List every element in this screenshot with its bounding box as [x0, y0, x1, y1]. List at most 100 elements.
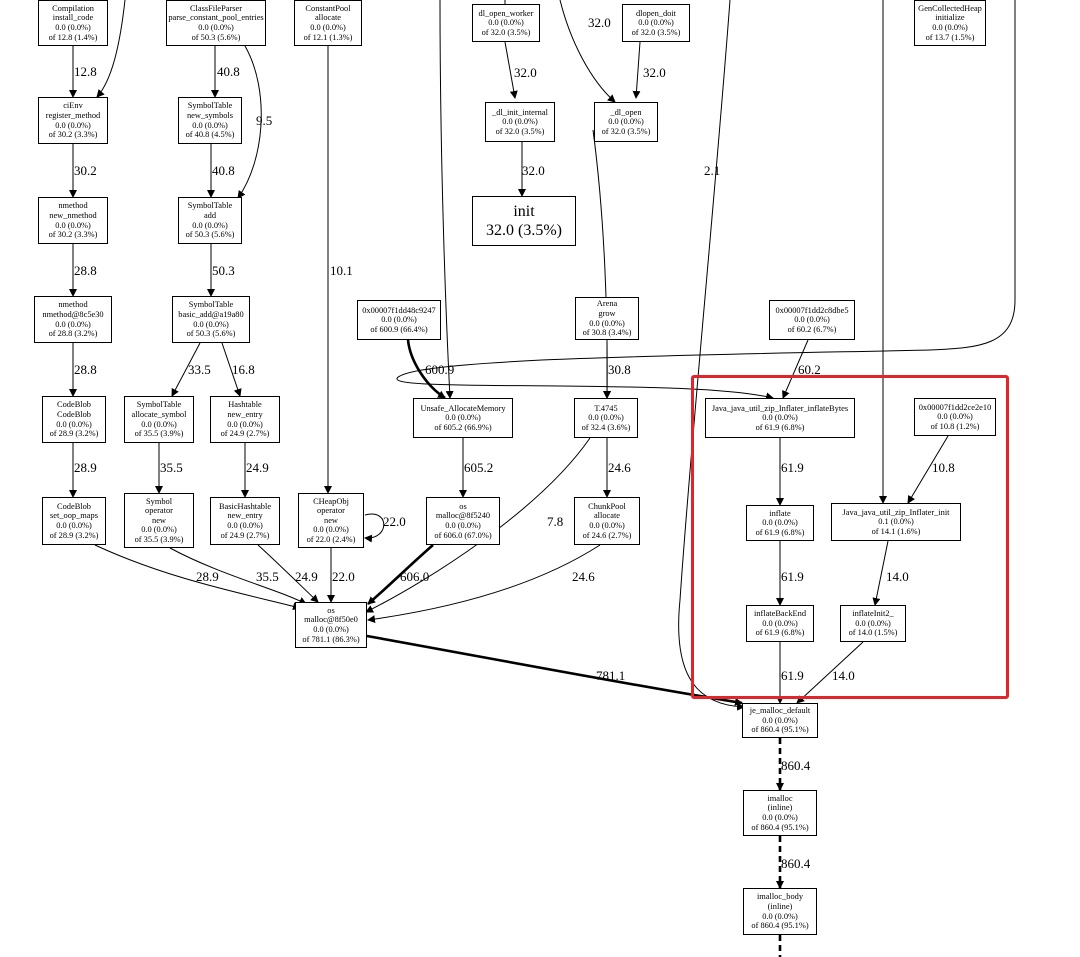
node-text-line: operator — [145, 506, 173, 516]
node-imalloc-body[interactable]: imalloc_body(inline)0.0 (0.0%)of 860.4 (… — [743, 888, 817, 935]
node-inflateinit2[interactable]: inflateInit2_0.0 (0.0%)of 14.0 (1.5%) — [840, 605, 906, 642]
edge-label: 24.6 — [572, 569, 595, 584]
edge-2e10-init — [907, 435, 949, 504]
node-text-line: 0.0 (0.0%) — [937, 412, 973, 422]
node-text-line: allocate — [314, 13, 342, 23]
node-text-line: of 32.0 (3.5%) — [495, 126, 545, 136]
node-text-line: inflate — [769, 508, 791, 518]
node-text-line: _dl_open — [610, 107, 642, 117]
node-text-line: nmethod — [58, 201, 88, 211]
node-text-line: SymbolTable — [136, 400, 182, 410]
node-text-line: of 61.9 (6.8%) — [755, 527, 805, 537]
node-text-line: allocate — [593, 511, 621, 521]
node-text-line: basic_add@a19a80 — [178, 309, 244, 319]
edge-label: 61.9 — [781, 569, 804, 584]
node-text-line: of 60.2 (6.7%) — [787, 324, 837, 334]
edge-paths — [69, 0, 1016, 711]
node-text-line: 0.0 (0.0%) — [381, 315, 417, 325]
node-text-line: 0x00007f1dd2ce2e10 — [918, 402, 992, 412]
edge-basic-hash — [221, 342, 242, 397]
node-text-line: of 860.4 (95.1%) — [751, 921, 809, 931]
node-text-line: dl_open_worker — [478, 8, 534, 18]
node-text-line: of 30.2 (3.3%) — [48, 230, 98, 240]
node-text-line: 0.0 (0.0%) — [589, 521, 625, 530]
node-imalloc[interactable]: imalloc(inline)0.0 (0.0%)of 860.4 (95.1%… — [743, 790, 817, 836]
node-text-line: of 28.9 (3.2%) — [49, 530, 99, 540]
edge-label: 10.8 — [932, 460, 955, 475]
edge-label: 61.9 — [781, 668, 804, 683]
node-text-line: (inline) — [767, 803, 793, 813]
node-text-line: of 61.9 (6.8%) — [755, 422, 805, 432]
node-text-line: 0.0 (0.0%) — [762, 813, 798, 822]
node-text-line: 0.0 (0.0%) — [55, 220, 91, 230]
node-text-line: 32.0 (3.5%) — [486, 222, 562, 239]
node-text-line: of 50.3 (5.6%) — [191, 32, 241, 42]
edge-label: 30.8 — [608, 362, 631, 377]
edge-label: 30.2 — [74, 163, 97, 178]
node-text-line: of 50.3 (5.6%) — [186, 329, 236, 339]
node-text-line: nmethod — [58, 300, 88, 310]
edge-label: 61.9 — [781, 460, 804, 475]
node-text-line: Arena — [596, 299, 618, 309]
node-text-line: CHeapObj — [313, 496, 349, 506]
node-text-line: 0.0 (0.0%) — [55, 319, 91, 329]
node-text-line: ciEnv — [63, 101, 83, 111]
node-text-line: 0.0 (0.0%) — [762, 518, 798, 528]
edge-label: 22.0 — [383, 514, 406, 529]
edge-init-init2 — [872, 540, 889, 606]
node-text-line: malloc@8f50e0 — [304, 615, 358, 625]
node-inflatebytes[interactable]: Java_java_util_zip_Inflater_inflateBytes… — [705, 398, 855, 438]
node-text-line: register_method — [45, 110, 101, 120]
edge-symbolnew-os — [169, 547, 307, 605]
edge-label: 40.8 — [212, 163, 235, 178]
node-text-line: malloc@8f5240 — [435, 511, 491, 521]
node-text-line: 0x00007f1dd2c8dbe5 — [775, 305, 849, 315]
edge-label: 32.0 — [514, 65, 537, 80]
node-text-line: 0.0 (0.0%) — [310, 23, 346, 32]
edge-label: 32.0 — [643, 65, 666, 80]
edge-set-os — [94, 544, 301, 611]
node-text-line: of 24.9 (2.7%) — [220, 429, 270, 439]
node-text-line: 0.0 (0.0%) — [192, 220, 228, 230]
edge-label: 28.8 — [74, 362, 97, 377]
node-text-line: of 32.0 (3.5%) — [601, 126, 651, 136]
node-text-line: 0.0 (0.0%) — [141, 419, 177, 429]
